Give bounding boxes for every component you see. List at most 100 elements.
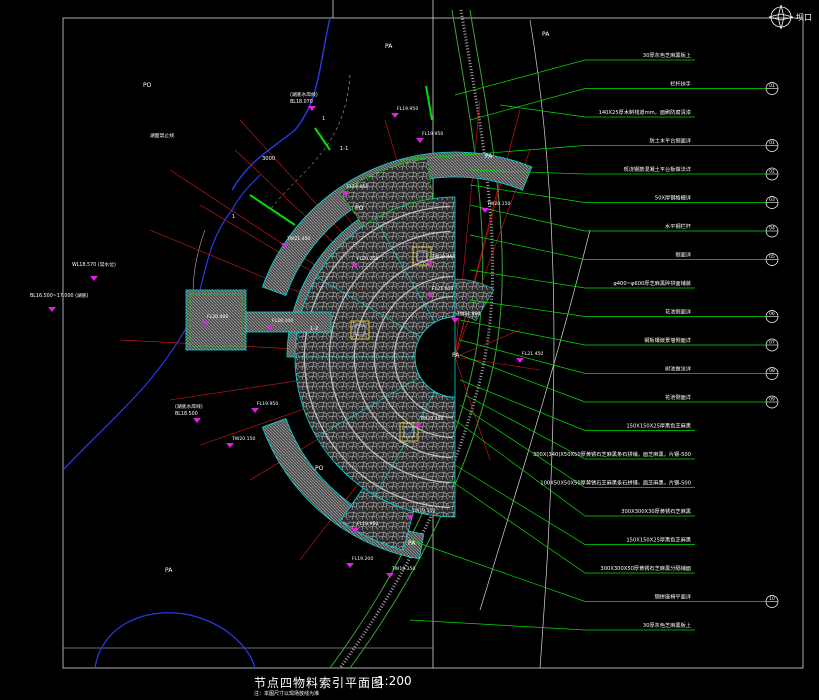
elevation-text: TW21.450 <box>286 236 310 242</box>
elevation-marker-icon <box>226 443 234 448</box>
elevation-marker-icon <box>351 263 359 268</box>
elevation-marker-icon <box>516 358 524 363</box>
elevation-text: FL20.100 <box>272 318 293 324</box>
elevation-text: FL19.950 <box>257 401 278 407</box>
elevation-marker-icon <box>201 321 209 326</box>
elevation-text: FL19.950 <box>347 184 368 190</box>
elevation-text: TW20.450 <box>431 254 455 260</box>
radial-joint <box>316 276 421 338</box>
callout-text: 侧面详 <box>675 251 691 259</box>
elevation-marker-icon <box>416 138 424 143</box>
path-paving <box>338 9 495 669</box>
pier-outline <box>189 293 243 347</box>
elevation-marker-icon <box>406 515 414 520</box>
railing-segment <box>314 127 331 151</box>
cobble-strip <box>454 278 495 322</box>
elevation-marker-icon <box>266 325 274 330</box>
elevation-marker-icon <box>351 528 359 533</box>
leader-line <box>409 619 695 631</box>
zone-label: PA <box>485 153 493 160</box>
index-ray <box>454 179 501 358</box>
west-walkway <box>245 311 332 333</box>
elevation-marker-icon <box>386 573 394 578</box>
dimension-label: 1 <box>322 116 325 122</box>
zone-label: PA <box>408 540 416 547</box>
leader-line <box>454 464 695 545</box>
water-edge <box>94 612 256 669</box>
leader-line <box>469 234 695 260</box>
elevation-text: FL19.950 <box>397 106 418 112</box>
feature-box <box>399 422 419 442</box>
leader-line <box>469 169 695 175</box>
callout-text: 100X50X50X50厚黄锈石芝麻黑条石拼铺，面芝麻黑，片钢-500 <box>540 479 691 487</box>
zone-label: PO <box>355 205 364 212</box>
leader-line <box>409 539 695 602</box>
callout-text: 150X150X25厚黑色芝麻黑 <box>626 536 691 544</box>
leader-line <box>469 269 695 289</box>
feature-box-inner <box>354 324 366 336</box>
ground-note-text: BL18.070 <box>290 99 313 105</box>
callout-text: 防土木平台侧面详 <box>649 137 691 145</box>
railing-segment <box>249 194 296 226</box>
elevation-marker-icon <box>193 418 201 423</box>
leader-line <box>499 104 695 118</box>
index-ray <box>454 109 521 358</box>
leader-line <box>399 145 695 161</box>
elevation-text: FL19.950 <box>422 131 443 137</box>
north-label: 坝口 <box>796 13 812 22</box>
index-ray <box>454 329 521 358</box>
leader-line <box>449 479 695 574</box>
static-linework <box>62 0 804 669</box>
callout-text: 30厚灰色芝麻黑板上 <box>643 621 691 629</box>
index-ray <box>454 356 491 461</box>
detail-tag-text: 01 <box>769 140 775 146</box>
north-arrow-icon <box>768 4 794 34</box>
callout-text: 30厚灰色芝麻黑板上 <box>643 51 691 59</box>
index-ray <box>454 356 541 371</box>
radial-joint <box>374 391 436 496</box>
detail-tag-text: 06 <box>769 311 775 317</box>
zone-label: PA <box>165 567 173 574</box>
elevation-text: TW19.350 <box>411 508 435 514</box>
ground-note-text: BL16.500~17.000 (湖底) <box>30 292 89 299</box>
elevation-marker-icon <box>251 408 259 413</box>
callout-text: 钢板镶嵌景墙侧面详 <box>644 336 691 344</box>
elevation-marker-icon <box>451 318 459 323</box>
zone-label: PA <box>385 43 393 50</box>
detail-tag-text: 03 <box>769 197 775 203</box>
leader-line <box>469 88 695 121</box>
drawing-title: 节点四物料索引平面图 <box>254 676 385 690</box>
leader-line <box>459 379 695 431</box>
callout-text: φ400~φ600厚芝麻黑碎拼面铺装 <box>613 279 691 287</box>
elevation-text: FL19.200 <box>352 556 373 562</box>
callout-text: 300X300X50厚黄锈石芝麻黑分隔铺面 <box>600 564 691 572</box>
leader-line <box>459 319 695 346</box>
railing-segment <box>425 85 433 121</box>
detail-tag-text: 02 <box>769 169 775 175</box>
callout-text: 50X厚钢格栅详 <box>655 194 691 202</box>
drawing-scale: 1:200 <box>377 674 412 688</box>
planter-north <box>339 158 434 227</box>
callout-text: 栏杆扶手 <box>670 80 691 88</box>
leader-line <box>469 184 695 203</box>
detail-tag-text: 01 <box>769 83 775 89</box>
leader-line <box>459 339 695 374</box>
zone-label: PO <box>143 82 152 89</box>
ground-note-text: (湖底水岸线) <box>175 403 203 410</box>
elevation-text: FL19.950 <box>357 521 378 527</box>
elevation-marker-icon <box>281 243 289 248</box>
callout-text: 水平钢栏杆 <box>665 222 691 230</box>
dimension-label: 3000 <box>262 156 275 162</box>
ground-note-text: BL18.500 <box>175 411 198 417</box>
callout-text: 树池做法详 <box>665 365 691 373</box>
elevation-marker-icon <box>391 113 399 118</box>
ground-note-text: WL18.570 (常水位) <box>72 261 116 268</box>
elevation-marker-icon <box>346 563 354 568</box>
callout-text: 300X300X30厚黄锈石芝麻黑 <box>621 507 691 515</box>
callout-text: 300X(340)X50X50厚黄锈石芝麻黑条石拼铺，面芝麻黑，片钢-500 <box>533 450 691 458</box>
water-edge <box>231 17 331 191</box>
road-line <box>529 19 555 669</box>
zone-label: PO <box>315 465 324 472</box>
